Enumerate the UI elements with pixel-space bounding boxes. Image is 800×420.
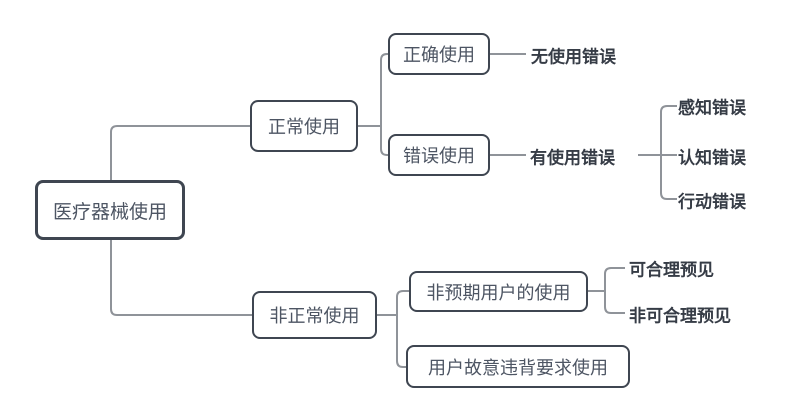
leaf-no-use-error-label: 无使用错误 bbox=[531, 47, 616, 67]
node-normal-use[interactable]: 正常使用 bbox=[250, 100, 358, 152]
edge-abnormal-deliberate bbox=[396, 315, 406, 368]
leaf-perception-error-label: 感知错误 bbox=[678, 98, 746, 118]
node-unintended-user-use[interactable]: 非预期用户的使用 bbox=[409, 271, 588, 312]
node-medical-device-use[interactable]: 医疗器械使用 bbox=[35, 180, 185, 240]
leaf-no-use-error[interactable]: 无使用错误 bbox=[531, 43, 616, 68]
edge-normal-wrong bbox=[380, 126, 389, 156]
bracket-error-types bbox=[660, 105, 677, 200]
leaf-action-error[interactable]: 行动错误 bbox=[678, 188, 746, 213]
leaf-cognition-error-label: 认知错误 bbox=[678, 148, 746, 168]
leaf-has-use-error[interactable]: 有使用错误 bbox=[530, 144, 615, 169]
edge-normal-correct bbox=[380, 53, 389, 126]
leaf-has-use-error-label: 有使用错误 bbox=[530, 148, 615, 168]
edge-root-normal bbox=[110, 125, 250, 180]
node-wrong-use[interactable]: 错误使用 bbox=[388, 134, 490, 176]
leaf-perception-error[interactable]: 感知错误 bbox=[678, 94, 746, 119]
leaf-cognition-error[interactable]: 认知错误 bbox=[678, 144, 746, 169]
edge-abnormal-unintended bbox=[396, 290, 409, 315]
leaf-reasonably-foreseeable[interactable]: 可合理预见 bbox=[629, 256, 714, 281]
node-wrong-use-label: 错误使用 bbox=[403, 146, 475, 166]
node-deliberate-violation-use-label: 用户故意违背要求使用 bbox=[428, 357, 608, 378]
bracket-foreseeable bbox=[604, 267, 625, 314]
leaf-action-error-label: 行动错误 bbox=[678, 192, 746, 212]
leaf-not-reasonably-foreseeable-label: 非可合理预见 bbox=[629, 306, 731, 326]
leaf-reasonably-foreseeable-label: 可合理预见 bbox=[629, 260, 714, 280]
node-normal-use-label: 正常使用 bbox=[268, 117, 340, 137]
node-abnormal-use-label: 非正常使用 bbox=[269, 306, 360, 326]
node-medical-device-use-label: 医疗器械使用 bbox=[52, 201, 167, 223]
node-correct-use[interactable]: 正确使用 bbox=[388, 33, 490, 75]
node-deliberate-violation-use[interactable]: 用户故意违背要求使用 bbox=[406, 345, 630, 388]
node-correct-use-label: 正确使用 bbox=[403, 45, 475, 65]
node-unintended-user-use-label: 非预期用户的使用 bbox=[426, 282, 571, 303]
node-abnormal-use[interactable]: 非正常使用 bbox=[252, 291, 377, 339]
leaf-not-reasonably-foreseeable[interactable]: 非可合理预见 bbox=[629, 302, 731, 327]
edge-root-abnormal bbox=[110, 240, 252, 316]
